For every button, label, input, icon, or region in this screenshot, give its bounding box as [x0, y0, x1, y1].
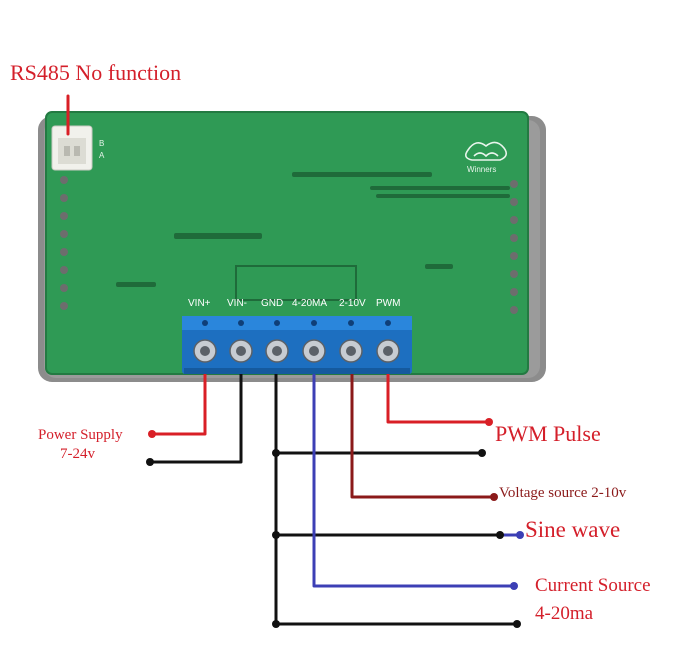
terminal-screws [193, 320, 400, 363]
terminal-block [182, 316, 412, 374]
pin-label-vin-plus: VIN+ [188, 298, 211, 309]
connector-mark-b: B [99, 139, 105, 148]
winners-logo [464, 141, 508, 161]
rs485-connector [51, 125, 93, 171]
connector-mark-a: A [99, 151, 105, 160]
pin-label-2-10v: 2-10V [339, 298, 366, 309]
pin-label-vin-minus: VIN- [227, 298, 247, 309]
title-rs485: RS485 No function [10, 60, 182, 85]
side-pins-right [510, 180, 518, 314]
pcb-board [46, 112, 528, 374]
label-pwm-pulse: PWM Pulse [495, 421, 601, 446]
label-sine-wave: Sine wave [525, 517, 621, 542]
label-voltage-source: Voltage source 2-10v [499, 485, 627, 501]
wires [66, 94, 522, 626]
wire-endpoints [146, 418, 524, 628]
pin-label-pwm: PWM [376, 298, 401, 309]
label-current-source: Current Source [535, 575, 651, 596]
logo-text: Winners [467, 165, 497, 174]
pin-label-gnd: GND [261, 298, 284, 309]
side-pins-left [60, 176, 68, 310]
pin-label-4-20ma: 4-20MA [292, 298, 328, 309]
label-power-supply: Power Supply [38, 427, 123, 443]
label-power-voltage: 7-24v [60, 446, 95, 462]
pcb-components [116, 172, 510, 301]
label-current-range: 4-20ma [535, 603, 594, 624]
